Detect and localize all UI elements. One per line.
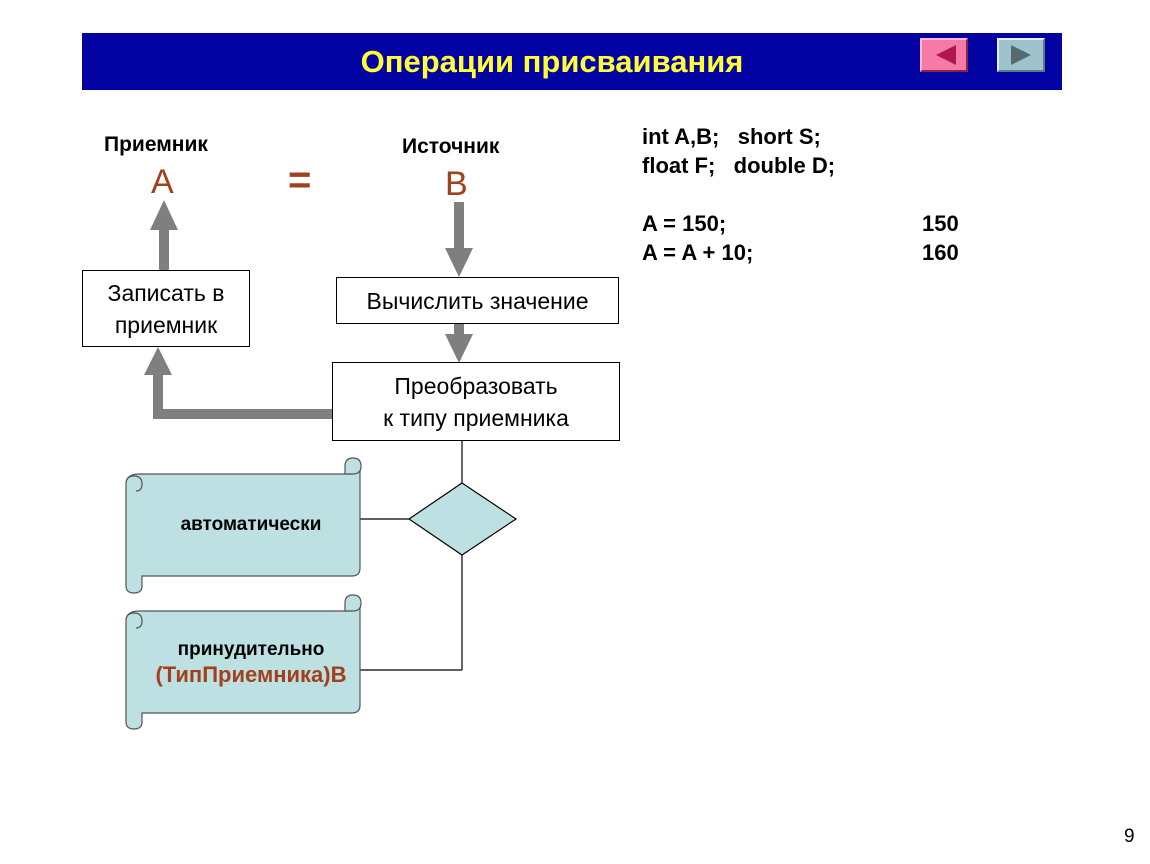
page-number: 9	[1124, 826, 1135, 847]
write-box-line1: Записать в	[107, 279, 225, 306]
source-label: Источник	[402, 135, 500, 158]
next-slide-button[interactable]	[997, 38, 1045, 72]
arrow-up-to-receiver	[150, 200, 178, 270]
convert-box-line2: к типу приемника	[383, 404, 569, 431]
compute-value-box: Вычислить значение	[336, 277, 619, 324]
equals-sign: =	[288, 158, 312, 202]
scroll-shape-forced	[125, 594, 362, 730]
prev-slide-button[interactable]	[920, 38, 968, 72]
write-receiver-box: Записать в приемник	[82, 270, 250, 347]
receiver-variable: A	[151, 163, 174, 201]
code-result-1: 150	[922, 211, 959, 236]
code-declaration-2: float F; double D;	[642, 153, 836, 178]
forced-scroll-label: принудительно	[177, 639, 325, 660]
source-variable: B	[445, 165, 468, 203]
arrow-convert-to-write	[144, 347, 333, 419]
code-statement-1: A = 150;	[642, 211, 727, 236]
triangle-right-icon	[1011, 45, 1031, 65]
title-bar: Операции присваивания	[82, 33, 1062, 90]
convert-type-box: Преобразовать к типу приемника	[332, 362, 620, 441]
arrow-down-to-convert	[445, 323, 473, 363]
code-declaration-1: int A,B; short S;	[642, 124, 821, 149]
decision-diamond	[407, 482, 518, 556]
compute-box-label: Вычислить значение	[366, 287, 589, 314]
code-statement-2: A = A + 10;	[642, 240, 754, 265]
decision-connectors	[355, 441, 463, 671]
slide-title: Операции присваивания	[360, 44, 744, 79]
receiver-label: Приемник	[104, 133, 208, 156]
code-result-2: 160	[922, 240, 959, 265]
scroll-shape-auto	[125, 457, 362, 594]
write-box-line2: приемник	[114, 311, 218, 338]
forced-scroll-cast: (ТипПриемника)B	[155, 662, 347, 687]
auto-scroll-label: автоматически	[180, 514, 322, 535]
arrow-down-to-compute	[445, 202, 473, 277]
convert-box-line1: Преобразовать	[394, 372, 558, 399]
triangle-left-icon	[936, 45, 956, 65]
